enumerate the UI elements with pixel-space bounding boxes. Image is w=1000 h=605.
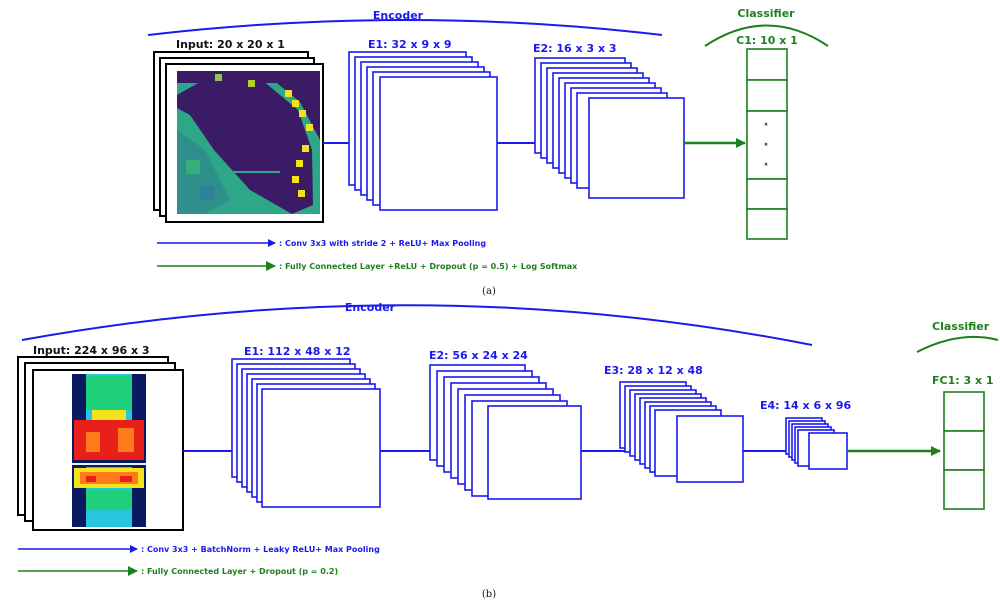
- encoder-title-a: Encoder: [373, 9, 424, 22]
- classifier-arc-b: [916, 335, 999, 353]
- caption-a: (a): [482, 286, 496, 297]
- encoder-arc-a: [147, 19, 663, 36]
- e4-label-b: E4: 14 x 6 x 96: [760, 399, 852, 412]
- e2-stack-a: [534, 57, 685, 199]
- e4-stack-b: [785, 417, 848, 470]
- c1-dot-3: ·: [763, 157, 768, 173]
- e1-label-b: E1: 112 x 48 x 12: [244, 345, 350, 358]
- input-label-b: Input: 224 x 96 x 3: [33, 344, 150, 357]
- e2-stack-b: [429, 364, 582, 500]
- c1-label-a: C1: 10 x 1: [736, 34, 798, 47]
- fc1-column-b: [943, 391, 985, 510]
- legend-conv-text-b: : Conv 3x3 + BatchNorm + Leaky ReLU+ Max…: [141, 545, 380, 554]
- caption-b: (b): [482, 589, 496, 600]
- legend-fc-text-a: : Fully Connected Layer +ReLU + Dropout …: [279, 262, 578, 271]
- c1-column-a: [746, 48, 788, 240]
- c1-dot-2: ·: [763, 137, 768, 153]
- e1-stack-a: [348, 51, 498, 211]
- e1-label-a: E1: 32 x 9 x 9: [368, 38, 452, 51]
- input-label-a: Input: 20 x 20 x 1: [176, 38, 285, 51]
- fc1-label-b: FC1: 3 x 1: [932, 374, 994, 387]
- classifier-title-b: Classifier: [932, 320, 990, 333]
- e2-label-b: E2: 56 x 24 x 24: [429, 349, 528, 362]
- encoder-arc-b: [21, 304, 813, 346]
- e1-stack-b: [231, 358, 381, 508]
- c1-dot-1: ·: [763, 117, 768, 133]
- input-heatmap-b: [72, 374, 146, 527]
- legend-fc-text-b: : Fully Connected Layer + Dropout (p = 0…: [141, 567, 338, 576]
- classifier-title-a: Classifier: [737, 7, 795, 20]
- e2-label-a: E2: 16 x 3 x 3: [533, 42, 617, 55]
- legend-conv-text-a: : Conv 3x3 with stride 2 + ReLU+ Max Poo…: [279, 239, 486, 248]
- e3-label-b: E3: 28 x 12 x 48: [604, 364, 703, 377]
- panel-a: Encoder Classifier Input: 20 x 20 x 1: [147, 7, 829, 297]
- input-heatmap-a: [177, 71, 320, 214]
- encoder-title-b: Encoder: [345, 301, 396, 314]
- e3-stack-b: [619, 381, 744, 483]
- classifier-arc-a: [704, 24, 829, 47]
- panel-b: Encoder Classifier Input: 224 x 96 x 3: [17, 301, 999, 600]
